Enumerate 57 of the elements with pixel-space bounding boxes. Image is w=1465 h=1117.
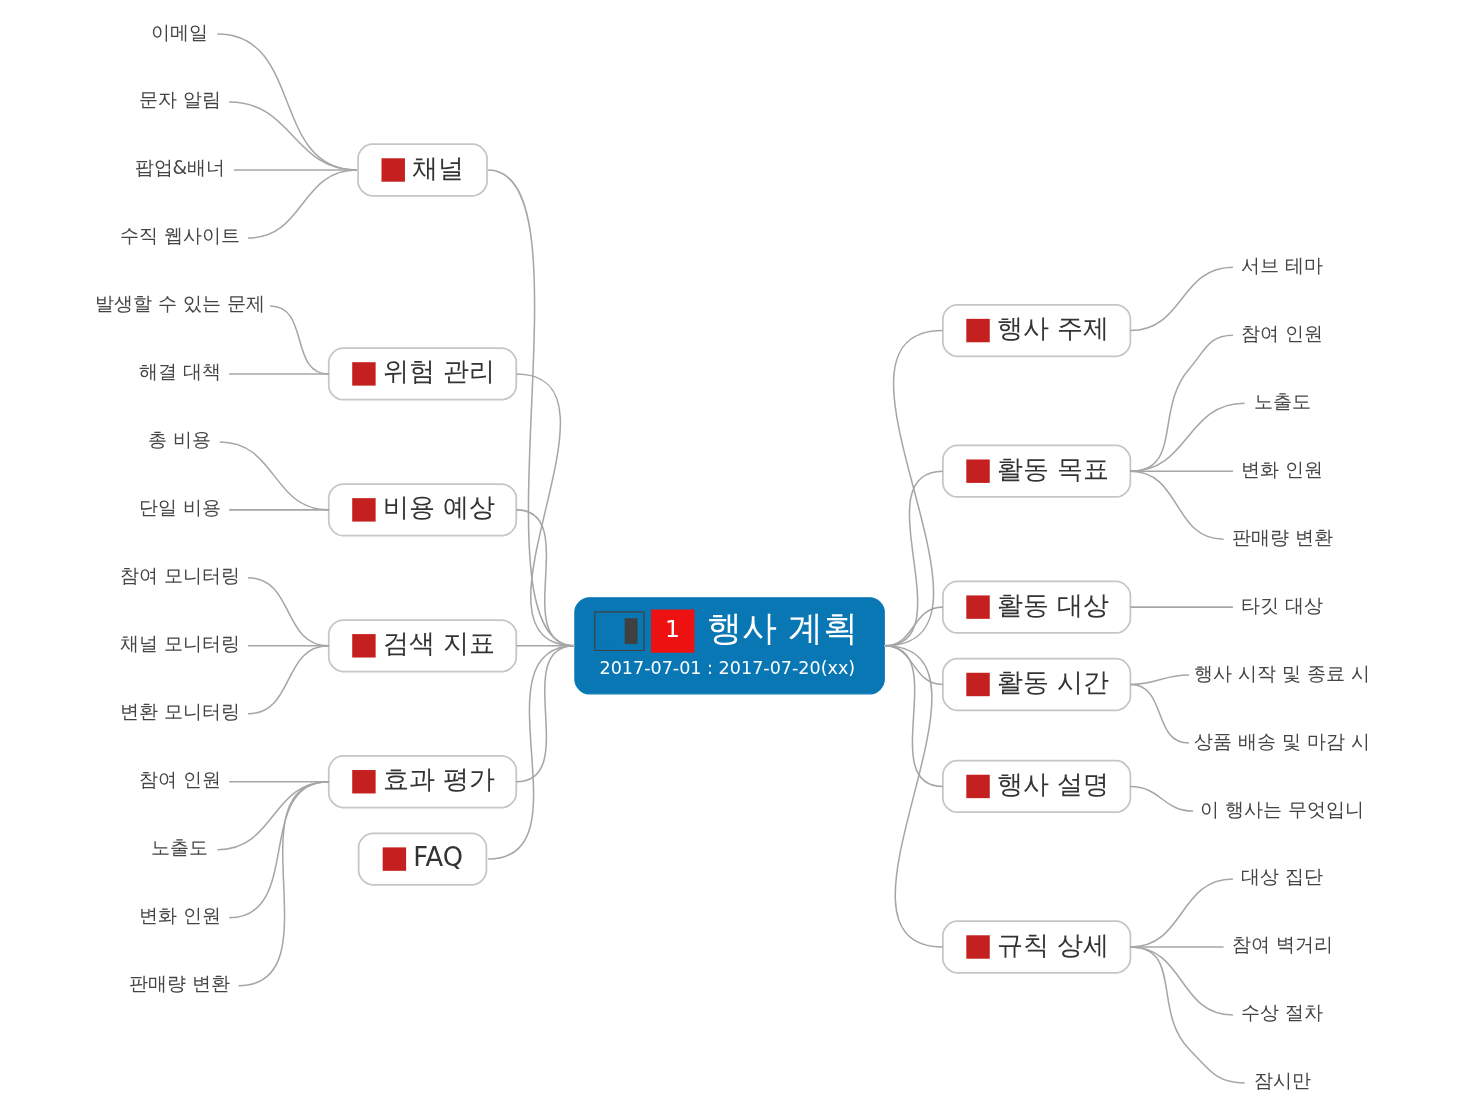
- node-text: 타깃 대상: [1241, 594, 1324, 616]
- node-text: 참여 인원: [1241, 322, 1324, 344]
- connector: [1129, 946, 1246, 1084]
- connector: [1129, 266, 1234, 332]
- node-box: 1 행사 계획 2017-07-01 : 2017-07-20(xx): [574, 597, 885, 695]
- node-text: 상품 배송 및 마감 시: [1194, 730, 1371, 752]
- node-box: FAQ: [357, 832, 488, 886]
- node-text: 대상 집단: [1241, 866, 1324, 888]
- node-text: 총 비용: [148, 429, 212, 451]
- connector: [1129, 470, 1234, 472]
- node-text: 발생할 수 있는 문제: [94, 293, 265, 315]
- node-text: 행사 시작 및 종료 시: [1194, 662, 1371, 684]
- node-text: 문자 알림: [138, 89, 221, 111]
- node-text: 수상 절차: [1241, 1002, 1324, 1024]
- node-text: 참여 벽거리: [1231, 934, 1333, 956]
- node-box: 활동 대상: [942, 580, 1132, 634]
- node-text: 서브 테마: [1241, 254, 1324, 276]
- node-text: 이메일: [151, 21, 209, 43]
- node-text: 판매량 변환: [129, 973, 231, 995]
- node-text: 잠시만: [1253, 1070, 1311, 1092]
- node-text: 참여 인원: [138, 769, 221, 791]
- connector: [1129, 785, 1194, 812]
- connector: [228, 373, 330, 375]
- connector: [1129, 402, 1246, 472]
- node-box: 효과 평가: [327, 755, 518, 809]
- node-text: 노출도: [1253, 390, 1311, 412]
- node-box: 위험 관리: [327, 347, 518, 401]
- node-text: 변환 모니터링: [119, 701, 240, 723]
- node-box: 행사 주제: [942, 303, 1132, 358]
- node-box: 활동 목표: [942, 444, 1132, 498]
- connector: [487, 645, 576, 860]
- node-text: 변화 인원: [138, 905, 221, 927]
- node-box: 활동 시간: [942, 657, 1132, 712]
- node-text: 단일 비용: [138, 497, 221, 519]
- connector: [1129, 470, 1225, 540]
- connector: [219, 441, 330, 511]
- node-text: 이 행사는 무엇입니: [1200, 798, 1365, 820]
- node-text: 수직 웹사이트: [119, 225, 240, 247]
- connector: [1129, 606, 1234, 608]
- node-text: 채널 모니터링: [119, 633, 240, 655]
- connector: [1129, 683, 1190, 744]
- node-box: 비용 예상: [327, 483, 518, 537]
- node-box: 검색 지표: [327, 619, 518, 673]
- connector: [883, 645, 944, 948]
- node-text: 노출도: [151, 837, 209, 859]
- connector: [1129, 334, 1234, 472]
- node-box: 채널: [357, 143, 488, 197]
- node-text: 참여 모니터링: [119, 565, 240, 587]
- node-text: 판매량 변환: [1231, 526, 1333, 548]
- connector: [247, 645, 330, 715]
- node-box: 규칙 상세: [942, 920, 1132, 974]
- node-box: 행사 설명: [942, 759, 1132, 814]
- connector: [228, 509, 330, 511]
- node-text: 해결 대책: [138, 361, 221, 383]
- node-text: 팝업&배너: [134, 157, 226, 179]
- connector: [237, 781, 330, 987]
- node-text: 변화 인원: [1241, 458, 1324, 480]
